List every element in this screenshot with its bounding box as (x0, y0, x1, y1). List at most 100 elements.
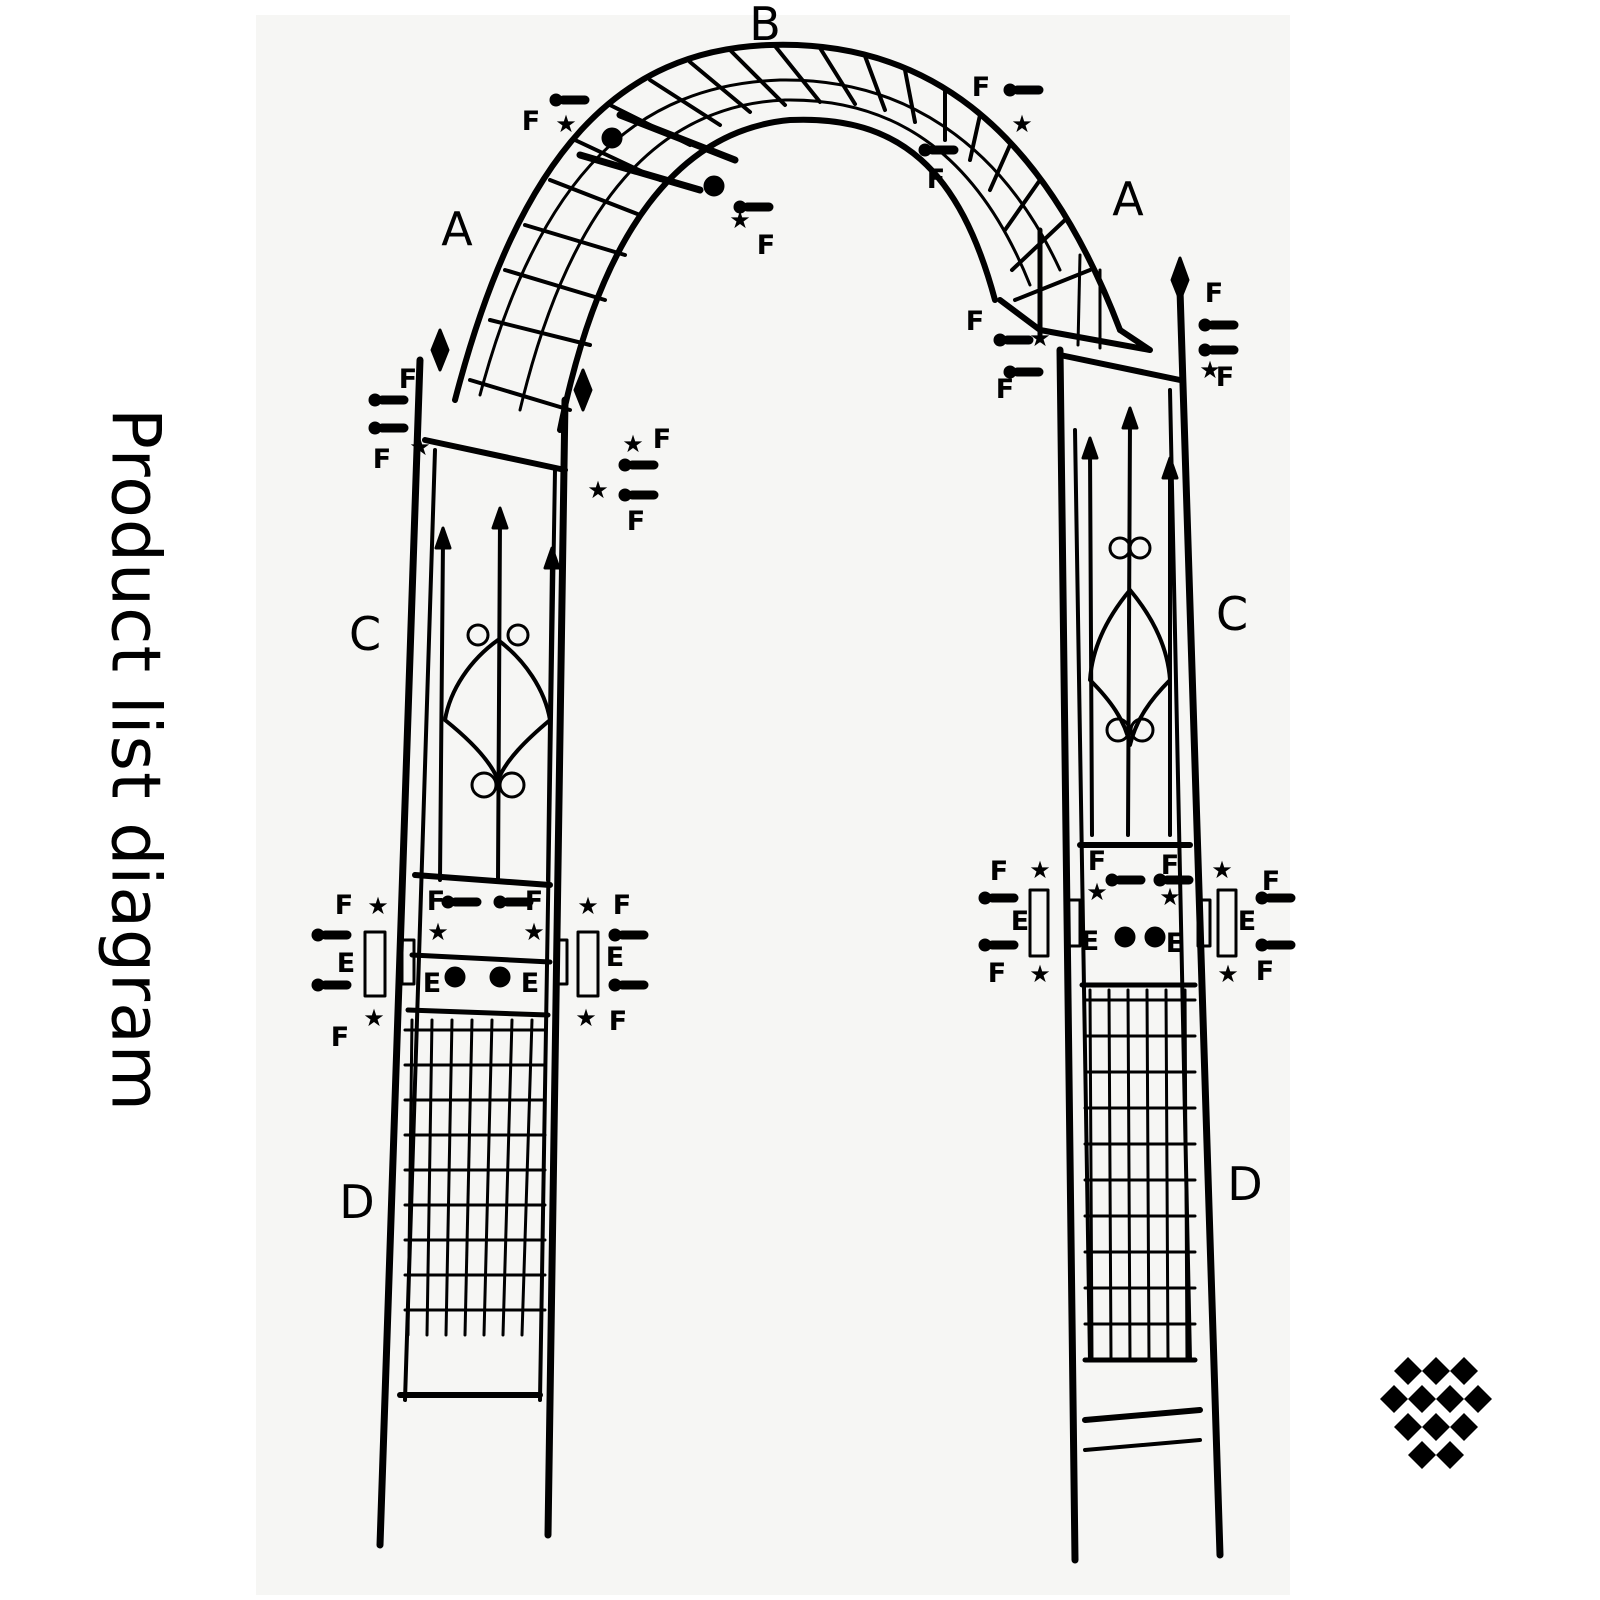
diamond-tile (1394, 1357, 1422, 1385)
label-fastener: F (927, 164, 945, 195)
diamond-tile (1436, 1441, 1464, 1469)
label-fastener: F (613, 890, 631, 921)
arch-inner-arc (557, 116, 998, 433)
bolt-hole (601, 127, 623, 149)
bolt-icon (1255, 938, 1296, 952)
left-scroll-ornament (443, 638, 552, 782)
right-cross-bar (1083, 1438, 1202, 1452)
bolt-icon (1198, 343, 1239, 357)
star-icon: ★ (622, 430, 644, 458)
left-grid-bar (425, 1018, 434, 1337)
label-fastener: F (1256, 956, 1274, 987)
bolt-icon (993, 333, 1034, 347)
label-connector: E (1011, 906, 1029, 937)
arch-grid-bar (548, 178, 642, 217)
bolt-hole (1114, 926, 1136, 948)
label-fastener: F (335, 890, 353, 921)
diamond-tile (1394, 1413, 1422, 1441)
bolt-hole (703, 175, 725, 197)
connector-plate (553, 938, 569, 986)
arch-outer-arc (452, 41, 1123, 403)
label-connector: E (1166, 928, 1184, 959)
bolt-icon (608, 978, 649, 992)
bolt-icon (733, 200, 774, 214)
left-grid-bar (501, 1018, 514, 1337)
label-fastener: F (399, 364, 417, 395)
star-icon: ★ (523, 918, 545, 946)
label-fastener: F (1088, 846, 1106, 877)
label-fastener: F (1216, 362, 1234, 393)
arch-grid-arc (518, 98, 1032, 412)
arch-grid-bar (863, 54, 887, 112)
bolt-icon (1003, 365, 1044, 379)
bolt-hole (1144, 926, 1166, 948)
right-post-outer (1056, 346, 1079, 1564)
label-connector: E (606, 942, 624, 973)
label-fastener: F (373, 444, 391, 475)
star-icon: ★ (1029, 960, 1051, 988)
right-post-inner (1073, 428, 1092, 1362)
star-icon: ★ (1159, 883, 1181, 911)
left-cross-bar (422, 437, 568, 473)
diamond-tile (1450, 1413, 1478, 1441)
label-lower-right: D (1227, 1157, 1262, 1211)
star-icon: ★ (367, 892, 389, 920)
bolt-hole (444, 966, 466, 988)
scroll-curl-icon (1129, 717, 1155, 743)
right-grid-bar (1145, 988, 1151, 1362)
right-grid-bar (1126, 988, 1132, 1362)
arch-grid-bar (773, 44, 822, 104)
label-connector: E (423, 968, 441, 999)
left-spear (496, 518, 502, 882)
bolt-hole (489, 966, 511, 988)
star-icon: ★ (587, 476, 609, 504)
bolt-icon (618, 488, 659, 502)
right-grid-bar (1164, 988, 1170, 1362)
finial-icon (430, 328, 450, 372)
scroll-curl-icon (1108, 536, 1132, 560)
bolt-icon (1003, 83, 1044, 97)
scroll-curl-icon (1105, 717, 1131, 743)
bolt-icon (493, 895, 534, 909)
arch-band (576, 151, 704, 194)
diamond-pattern-icon (1380, 1357, 1492, 1469)
star-icon: ★ (427, 918, 449, 946)
star-icon: ★ (1011, 110, 1033, 138)
label-connector: E (1081, 926, 1099, 957)
arch-grid-bar (488, 318, 592, 347)
left-spear (438, 538, 445, 882)
bolt-icon (608, 928, 649, 942)
star-icon: ★ (1217, 960, 1239, 988)
star-icon: ★ (1029, 856, 1051, 884)
star-icon: ★ (1199, 356, 1221, 384)
connector-plate (1028, 888, 1050, 958)
label-fastener: F (990, 856, 1008, 887)
label-fastener: F (627, 506, 645, 537)
spear-tip-icon (1081, 436, 1099, 460)
connector-plate (1196, 898, 1212, 948)
diamond-tile (1464, 1385, 1492, 1413)
diamond-tile (1408, 1441, 1436, 1469)
bolt-icon (368, 393, 409, 407)
bolt-icon (978, 938, 1019, 952)
finial-icon (573, 368, 593, 412)
finial-icon (1170, 256, 1190, 302)
right-grid-bar (1088, 988, 1094, 1362)
label-fastener: F (609, 1006, 627, 1037)
left-cross-bar (412, 872, 553, 888)
left-grid-bar (520, 1018, 534, 1337)
right-post-outer (1176, 286, 1224, 1559)
label-fastener: F (1205, 278, 1223, 309)
arch-grid-bar (968, 113, 982, 162)
spear-tip-icon (1161, 456, 1179, 480)
left-grid-bar (444, 1018, 454, 1337)
star-icon: ★ (409, 433, 431, 461)
star-icon: ★ (555, 110, 577, 138)
diamond-tile (1422, 1413, 1450, 1441)
star-icon: ★ (1211, 856, 1233, 884)
label-fastener: F (996, 374, 1014, 405)
arch-grid-arc (478, 78, 1062, 397)
star-icon: ★ (1086, 878, 1108, 906)
bolt-icon (1153, 873, 1194, 887)
bolt-icon (311, 978, 352, 992)
